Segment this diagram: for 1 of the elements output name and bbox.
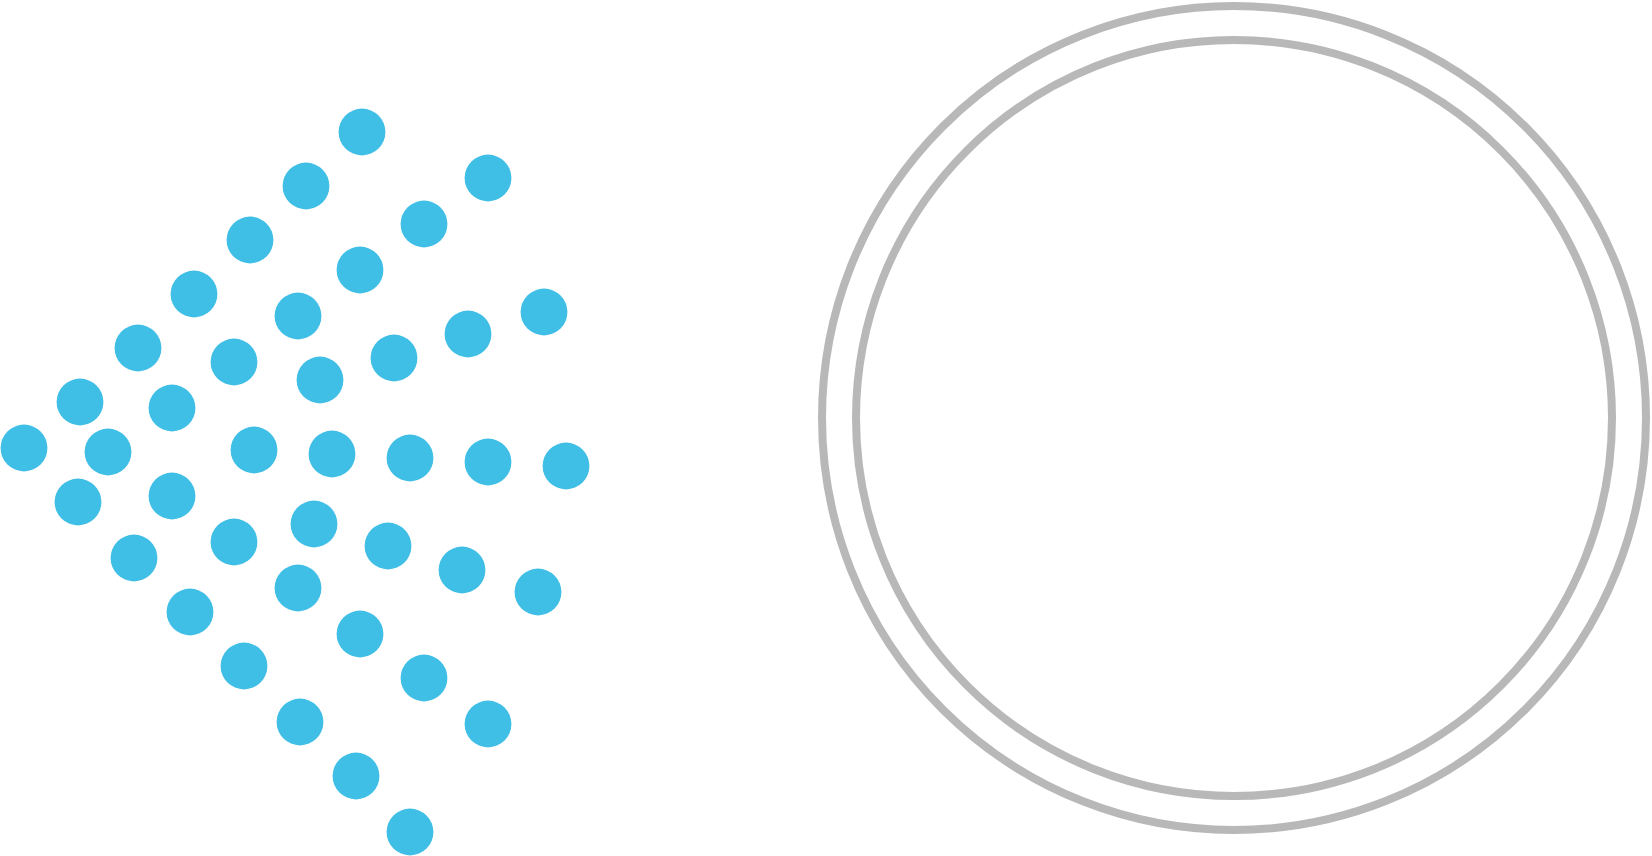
double-ring <box>818 2 1650 834</box>
